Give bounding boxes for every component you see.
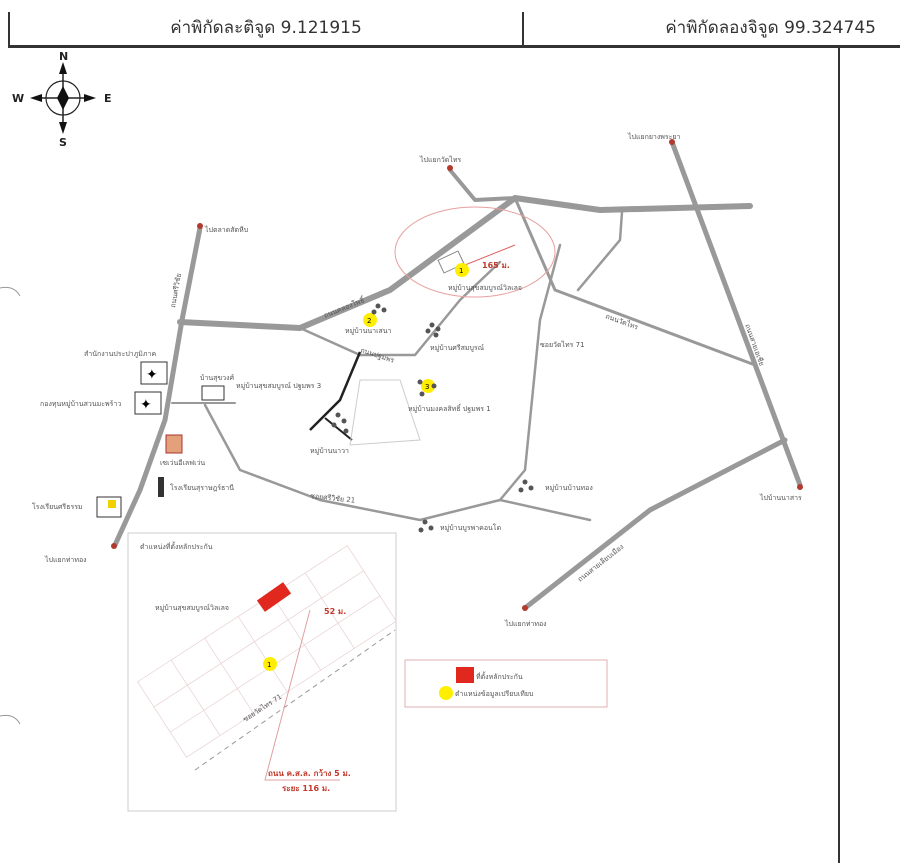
garuda-icon: ✦	[146, 367, 158, 383]
inset-title: ตำแหน่งที่ตั้งหลักประกัน	[140, 540, 213, 551]
label-village-nawa: หมู่บ้านนาวา	[310, 447, 349, 455]
road-west	[112, 225, 203, 548]
house-cluster-icons	[331, 303, 534, 533]
legend-collateral-swatch	[456, 667, 474, 683]
distance-line	[464, 244, 516, 266]
compass-n: N	[59, 50, 68, 63]
label-village-1: หมู่บ้านสุขสมบูรณ์วิลเลจ	[448, 284, 522, 292]
compass-w: W	[12, 92, 24, 105]
comparable-marker-1[interactable]: 1	[455, 263, 469, 277]
longitude-label: ค่าพิกัดลองจิจูด 99.324745	[665, 18, 876, 38]
compass-s: S	[59, 136, 67, 149]
binder-mark	[0, 286, 21, 297]
inset-distance-label: 52 ม.	[324, 607, 346, 616]
inset-road-width: ถนน ค.ส.ล. กว้าง 5 ม.	[268, 768, 351, 778]
legend: ที่ตั้งหลักประกัน ตำแหน่งข้อมูลเปรียบเที…	[404, 659, 608, 708]
government-office-icon	[140, 361, 168, 385]
label-to-tha-sathon: ไปตลาดสัตหีบ	[204, 225, 248, 234]
search-radius	[394, 206, 556, 298]
legend-comparable-swatch	[439, 686, 453, 700]
label-road-khlong-pho: ถนนคลองโพธิ์	[322, 294, 367, 320]
label-to-tha-kham-bottom: ไปแยกท่าทอง	[504, 619, 547, 628]
store-icon	[165, 434, 183, 454]
label-village-2: หมู่บ้านนาเสนา	[345, 327, 392, 335]
village-outline	[349, 379, 421, 446]
inset-marker-label: 1	[267, 661, 271, 669]
collateral-building-icon	[437, 250, 465, 274]
inset-collateral-marker	[256, 582, 292, 612]
road-nawa-branch	[324, 417, 353, 441]
garuda-icon-2: ✦	[140, 397, 152, 413]
comparable-marker-3[interactable]: 3	[421, 379, 435, 393]
label-office-2: กองทุนหมู่บ้านสวนมะพร้าว	[40, 400, 121, 408]
road-pattana	[298, 260, 502, 357]
inset-map: ตำแหน่งที่ตั้งหลักประกัน หมู่บ้านสุขสมบู…	[127, 532, 397, 812]
direction-arrows	[111, 139, 803, 611]
label-road-pattana: ถนนปฐมพร	[359, 346, 395, 365]
label-road-sriwichai: ถนนศรีวิชัย	[169, 273, 183, 309]
road-branch-ne	[576, 210, 624, 292]
label-village-sri: หมู่บ้านศรีสมบูรณ์	[430, 344, 485, 352]
label-village-pattana: หมู่บ้านสุขสมบูรณ์ ปฐมพร 3	[236, 382, 321, 390]
label-to-ban-phraya: ไปแยกยางพระยา	[627, 132, 681, 141]
compass-rose-icon: N S W E	[12, 50, 112, 149]
house-icon	[201, 385, 225, 401]
label-house: บ้านสุขวงศ์	[200, 374, 235, 382]
road-nawa	[309, 351, 362, 431]
label-village-ban-thong: หมู่บ้านบ้านทอง	[545, 484, 593, 492]
coordinate-header: ค่าพิกัดละติจูด 9.121915 ค่าพิกัดลองจิจู…	[8, 12, 900, 48]
binder-mark	[0, 714, 21, 725]
label-office-1: สำนักงานประปาภูมิภาค	[84, 350, 156, 358]
road-lower-loop	[203, 403, 592, 522]
fund-office-icon	[134, 391, 162, 415]
svg-text:3: 3	[425, 383, 429, 391]
frame-divider	[838, 48, 840, 863]
road-east	[669, 139, 803, 488]
label-store: เซเว่นอีเลฟเว่น	[160, 459, 205, 467]
legend-collateral-label: ที่ตั้งหลักประกัน	[476, 670, 523, 681]
label-soi-wat-sai-71: ซอยวัดไทร 71	[540, 340, 585, 349]
label-to-ban-na: ไปบ้านนาสาร	[759, 493, 802, 502]
inset-village-label: หมู่บ้านสุขสมบูรณ์วิลเลจ	[155, 604, 229, 612]
label-temple-school: โรงเรียนศรีธรรม	[32, 502, 83, 511]
distance-label: 165 ม.	[482, 261, 510, 270]
road-soi-71	[498, 243, 562, 502]
road-main-north	[177, 195, 753, 331]
label-school: โรงเรียนสุราษฎร์ธานี	[170, 483, 234, 492]
comparable-marker-2[interactable]: 2	[363, 313, 377, 327]
svg-text:1: 1	[459, 267, 463, 275]
legend-comparable-label: ตำแหน่งข้อมูลเปรียบเทียบ	[455, 690, 533, 698]
label-village-3: หมู่บ้านมงคลสิทธิ์ ปฐมพร 1	[408, 403, 491, 413]
road-wat-sai	[513, 196, 757, 367]
road-network	[112, 139, 803, 611]
flag-icon	[108, 500, 116, 508]
label-to-wat-sai: ไปแยกวัดไทร	[419, 155, 461, 164]
road-southeast	[522, 437, 788, 611]
school-icon	[158, 477, 164, 497]
label-to-tha-kham-left: ไปแยกท่าทอง	[44, 555, 87, 564]
inset-road-length: ระยะ 116 ม.	[282, 784, 330, 793]
label-village-south: หมู่บ้านบูรพาคอนโด	[440, 523, 501, 532]
road-north-spur	[448, 168, 517, 202]
compass-e: E	[104, 92, 112, 105]
latitude-label: ค่าพิกัดละติจูด 9.121915	[10, 12, 524, 45]
svg-text:2: 2	[367, 317, 371, 325]
